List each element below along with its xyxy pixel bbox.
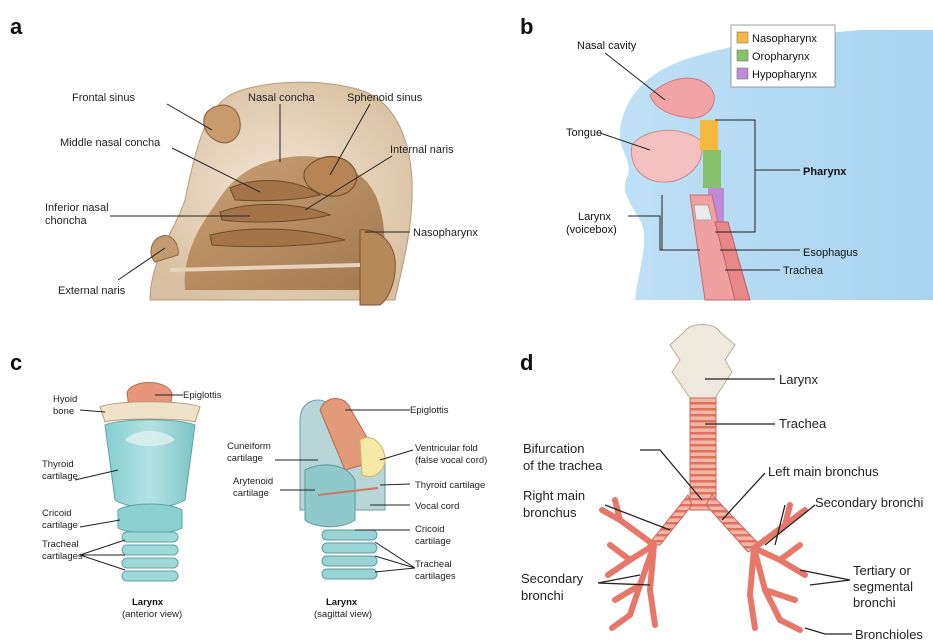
cricoid-anterior-leader: [80, 520, 120, 527]
label-tracheal-anterior-1: Tracheal: [42, 539, 79, 550]
label-right-main-1: Right main: [523, 488, 585, 503]
left-main-bronchus-shape: [706, 495, 760, 552]
bronchioles-leader: [805, 628, 852, 634]
label-inferior-nasal-1: Inferior nasal: [45, 202, 109, 214]
larynx-sagittal-illustration: [300, 398, 385, 579]
label-sphenoid-sinus: Sphenoid sinus: [347, 92, 423, 104]
label-ventricular-2: (false vocal cord): [415, 455, 487, 466]
label-tracheal-sagittal-2: cartilages: [415, 571, 456, 582]
panel-d: d: [520, 325, 924, 642]
label-tertiary-1: Tertiary or: [853, 563, 911, 578]
label-internal-naris: Internal naris: [390, 144, 454, 156]
legend: Nasopharynx Oropharynx Hypopharynx: [731, 25, 835, 87]
label-esophagus: Esophagus: [803, 247, 859, 259]
larynx-shape: [670, 325, 735, 399]
label-middle-nasal-concha: Middle nasal concha: [60, 137, 161, 149]
label-secondary-left-2: bronchi: [521, 588, 564, 603]
label-ventricular-1: Ventricular fold: [415, 443, 478, 454]
label-epiglottis-anterior: Epiglottis: [183, 390, 222, 401]
label-cricoid-anterior-1: Cricoid: [42, 508, 72, 519]
label-nasopharynx: Nasopharynx: [413, 227, 478, 239]
label-tongue: Tongue: [566, 127, 602, 139]
left-main-leader: [722, 473, 765, 520]
panel-c-letter: c: [10, 350, 22, 375]
label-right-main-2: bronchus: [523, 505, 577, 520]
nasal-cavity-illustration: [150, 82, 412, 305]
legend-swatch-oropharynx: [737, 50, 748, 61]
larynx-anterior-illustration: [100, 382, 200, 581]
label-bronchioles: Bronchioles: [855, 627, 923, 642]
sagittal-view-title: Larynx: [326, 597, 358, 608]
label-tertiary-3: bronchi: [853, 595, 896, 610]
panel-b: b Nasopharynx Oropharynx Hypopharynx: [520, 14, 933, 300]
oropharynx-region: [703, 150, 721, 188]
label-arytenoid-2: cartilage: [233, 488, 269, 499]
label-inferior-nasal-2: choncha: [45, 215, 87, 227]
nasopharynx-region: [700, 120, 718, 150]
label-trachea: Trachea: [783, 265, 824, 277]
label-thyroid-sagittal: Thyroid cartilage: [415, 480, 485, 491]
label-cricoid-sagittal-1: Cricoid: [415, 524, 445, 535]
tertiary-leader: [800, 570, 850, 585]
label-hyoid-1: Hyoid: [53, 394, 77, 405]
label-cuneiform-2: cartilage: [227, 453, 263, 464]
trachea-shape: [690, 398, 716, 510]
label-larynx-2: (voicebox): [566, 224, 617, 236]
legend-label-hypopharynx: Hypopharynx: [752, 69, 817, 81]
label-bifurcation-1: Bifurcation: [523, 441, 584, 456]
label-nasal-concha: Nasal concha: [248, 92, 316, 104]
label-tertiary-2: segmental: [853, 579, 913, 594]
legend-label-nasopharynx: Nasopharynx: [752, 33, 817, 45]
sagittal-view-subtitle: (sagittal view): [314, 609, 372, 620]
legend-label-oropharynx: Oropharynx: [752, 51, 810, 63]
label-thyroid-anterior-2: cartilage: [42, 471, 78, 482]
label-secondary-left-1: Secondary: [521, 571, 584, 586]
label-cricoid-sagittal-2: cartilage: [415, 536, 451, 547]
panel-a-letter: a: [10, 14, 23, 39]
anterior-view-subtitle: (anterior view): [122, 609, 182, 620]
label-epiglottis-sagittal: Epiglottis: [410, 405, 449, 416]
label-bifurcation-2: of the trachea: [523, 458, 603, 473]
label-cuneiform-1: Cuneiform: [227, 441, 271, 452]
label-tracheal-anterior-2: cartilages: [42, 551, 83, 562]
label-cricoid-anterior-2: cartilage: [42, 520, 78, 531]
anterior-view-title: Larynx: [132, 597, 164, 608]
label-tracheal-sagittal-1: Tracheal: [415, 559, 452, 570]
tracheal-sagittal-leader: [375, 542, 415, 572]
legend-swatch-nasopharynx: [737, 32, 748, 43]
label-pharynx: Pharynx: [803, 166, 847, 178]
label-frontal-sinus: Frontal sinus: [72, 92, 135, 104]
label-left-main: Left main bronchus: [768, 464, 879, 479]
label-arytenoid-1: Arytenoid: [233, 476, 273, 487]
panel-a: a Frontal sinus Nasal concha Sphenoid si…: [10, 14, 478, 305]
panel-c: c Hyoid bone Epiglottis Thyroid cartilag…: [10, 350, 487, 620]
legend-swatch-hypopharynx: [737, 68, 748, 79]
label-external-naris: External naris: [58, 285, 126, 297]
label-vocal-cord: Vocal cord: [415, 501, 459, 512]
panel-b-letter: b: [520, 14, 533, 39]
right-main-bronchus-shape: [648, 495, 692, 545]
label-hyoid-2: bone: [53, 406, 74, 417]
label-secondary-right: Secondary bronchi: [815, 495, 924, 510]
label-larynx-1: Larynx: [578, 211, 612, 223]
label-larynx-d: Larynx: [779, 372, 819, 387]
panel-d-letter: d: [520, 350, 533, 375]
label-nasal-cavity: Nasal cavity: [577, 40, 637, 52]
label-thyroid-anterior-1: Thyroid: [42, 459, 74, 470]
label-trachea-d: Trachea: [779, 416, 827, 431]
tracheal-anterior-leader: [80, 540, 125, 570]
